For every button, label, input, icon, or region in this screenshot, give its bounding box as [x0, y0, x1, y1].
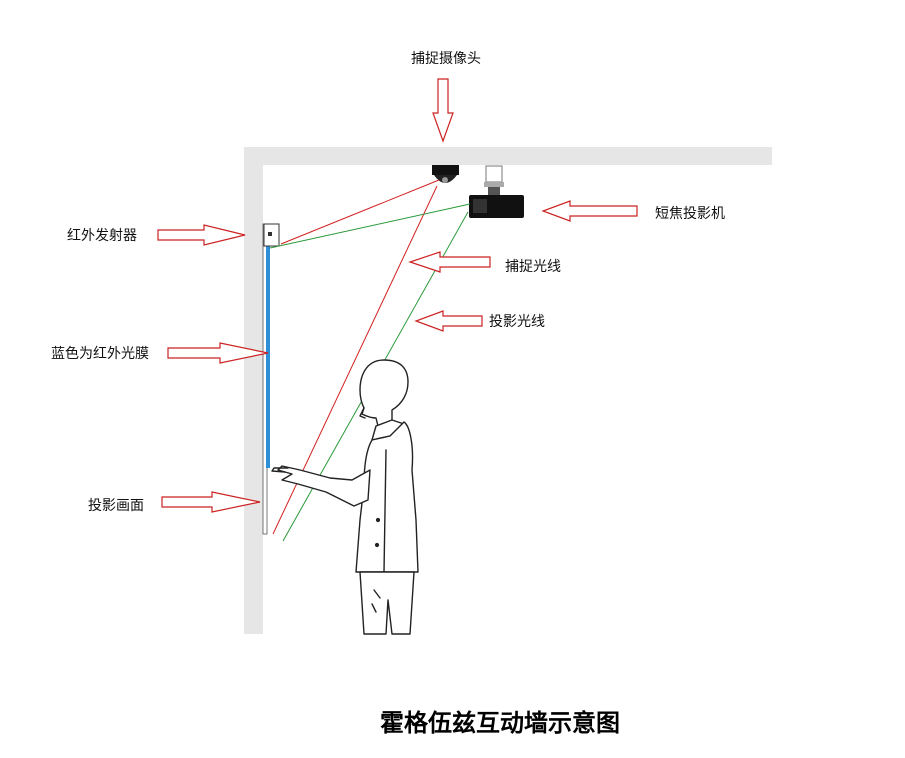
arrow-projection-screen	[161, 491, 261, 513]
label-ir-film: 蓝色为红外光膜	[51, 345, 149, 362]
label-projection-screen: 投影画面	[88, 498, 144, 514]
projector-icon	[469, 165, 524, 218]
label-short-throw-projector: 短焦投影机	[655, 206, 725, 222]
label-capture-camera: 捕捉摄像头	[411, 51, 481, 67]
person-figure	[271, 359, 419, 635]
projection-screen-panel	[262, 223, 270, 535]
arrow-projection-light	[414, 310, 483, 332]
side-wall	[244, 147, 263, 634]
arrow-projector	[541, 200, 638, 222]
arrow-capture-camera	[432, 78, 454, 143]
label-capture-light: 捕捉光线	[505, 259, 561, 275]
ceiling	[244, 147, 772, 165]
ir-emitter-icon	[263, 223, 280, 247]
label-ir-emitter: 红外发射器	[67, 228, 137, 244]
label-projection-light: 投影光线	[489, 314, 545, 330]
ir-film	[266, 240, 270, 468]
arrow-ir-emitter	[157, 224, 246, 246]
dome-camera-icon	[432, 165, 459, 183]
wall-structure	[244, 147, 772, 634]
arrow-capture-light	[408, 251, 491, 273]
diagram-title: 霍格伍兹互动墙示意图	[380, 709, 620, 737]
arrow-ir-film	[167, 342, 269, 364]
